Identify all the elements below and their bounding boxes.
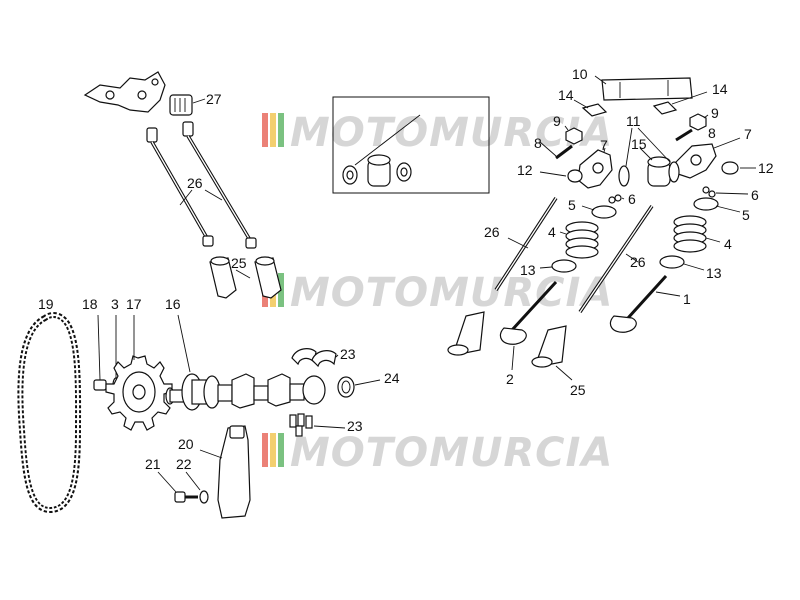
callout-3: 3 <box>111 296 119 312</box>
valve-guides <box>447 311 573 381</box>
callout-15: 15 <box>631 136 647 152</box>
callout-4: 4 <box>724 236 732 252</box>
valve-exhaust <box>609 274 681 333</box>
watermark-stripe-yellow <box>270 113 276 147</box>
watermark-text: MOTOMURCIA <box>290 430 613 476</box>
callout-1: 1 <box>683 291 691 307</box>
callout-12: 12 <box>517 162 533 178</box>
callout-26: 26 <box>630 254 646 270</box>
rocker-bushing <box>639 147 671 187</box>
callout-13: 13 <box>706 265 722 281</box>
timing-chain <box>17 312 82 514</box>
watermark-stripe-green <box>278 433 284 467</box>
tappets-left <box>209 256 282 299</box>
callout-25: 25 <box>570 382 586 398</box>
watermark-text: MOTOMURCIA <box>290 270 613 316</box>
valve-spring-left <box>559 221 599 259</box>
callout-26: 26 <box>484 224 500 240</box>
callout-7: 7 <box>744 126 752 142</box>
callout-6: 6 <box>628 191 636 207</box>
callout-23: 23 <box>347 418 363 434</box>
watermark-text: MOTOMURCIA <box>290 110 613 156</box>
chain-tensioner <box>199 425 251 519</box>
callout-5: 5 <box>568 197 576 213</box>
callout-26: 26 <box>187 175 203 191</box>
half-shells-lower <box>289 413 346 437</box>
cam-sprocket <box>105 315 173 431</box>
watermark-middle: MOTOMURCIA <box>262 270 613 316</box>
callout-17: 17 <box>126 296 142 312</box>
ring-seal <box>337 376 381 398</box>
watermark-top: MOTOMURCIA <box>262 110 613 156</box>
pushrods-left <box>146 121 257 249</box>
callout-9: 9 <box>553 113 561 129</box>
callout-14: 14 <box>712 81 728 97</box>
callout-23: 23 <box>340 346 356 362</box>
callout-19: 19 <box>38 296 54 312</box>
callout-8: 8 <box>534 135 542 151</box>
callout-14: 14 <box>558 87 574 103</box>
callout-8: 8 <box>708 125 716 141</box>
callout-11: 11 <box>626 113 641 129</box>
valve-collets <box>608 186 749 204</box>
callout-5: 5 <box>742 207 750 223</box>
callout-6: 6 <box>751 187 759 203</box>
callout-22: 22 <box>176 456 192 472</box>
spring-retainers <box>581 197 741 219</box>
valve-spring-right <box>673 215 721 253</box>
callout-25: 25 <box>231 255 247 271</box>
callout-2: 2 <box>506 371 514 387</box>
callout-16: 16 <box>165 296 181 312</box>
half-shells-top <box>291 348 339 368</box>
tensioner-bolt <box>157 471 209 504</box>
callout-12: 12 <box>758 160 774 176</box>
spring-seats <box>539 255 705 273</box>
valve-inlet <box>499 280 558 371</box>
pushrods-right <box>494 197 654 313</box>
callout-27: 27 <box>206 91 222 107</box>
rocker-arm-left <box>577 147 613 189</box>
spacer-washers <box>618 127 680 187</box>
callout-9: 9 <box>711 105 719 121</box>
camshaft <box>165 314 326 411</box>
callout-20: 20 <box>178 436 194 452</box>
inset-detail-box <box>332 96 490 194</box>
watermark-stripe-yellow <box>270 433 276 467</box>
callout-10: 10 <box>572 66 588 82</box>
pads <box>573 91 708 117</box>
callout-18: 18 <box>82 296 98 312</box>
callout-4: 4 <box>548 224 556 240</box>
rocker-assembly-left <box>83 71 206 116</box>
callout-21: 21 <box>145 456 161 472</box>
callout-7: 7 <box>600 137 608 153</box>
watermark-stripe-green <box>278 113 284 147</box>
watermark-stripe-red <box>262 113 268 147</box>
callout-labels: 1 2 3 4 4 5 5 6 6 7 7 8 8 9 9 10 11 12 1… <box>38 66 774 472</box>
rocker-shaft <box>594 75 693 101</box>
watermark-stripe-red <box>262 433 268 467</box>
rocker-arm-right <box>675 137 741 179</box>
callout-13: 13 <box>520 262 536 278</box>
adjuster-screws <box>539 128 693 160</box>
callout-24: 24 <box>384 370 400 386</box>
watermark-bottom: MOTOMURCIA <box>262 430 613 476</box>
circlips <box>539 161 756 183</box>
nuts <box>564 113 709 145</box>
